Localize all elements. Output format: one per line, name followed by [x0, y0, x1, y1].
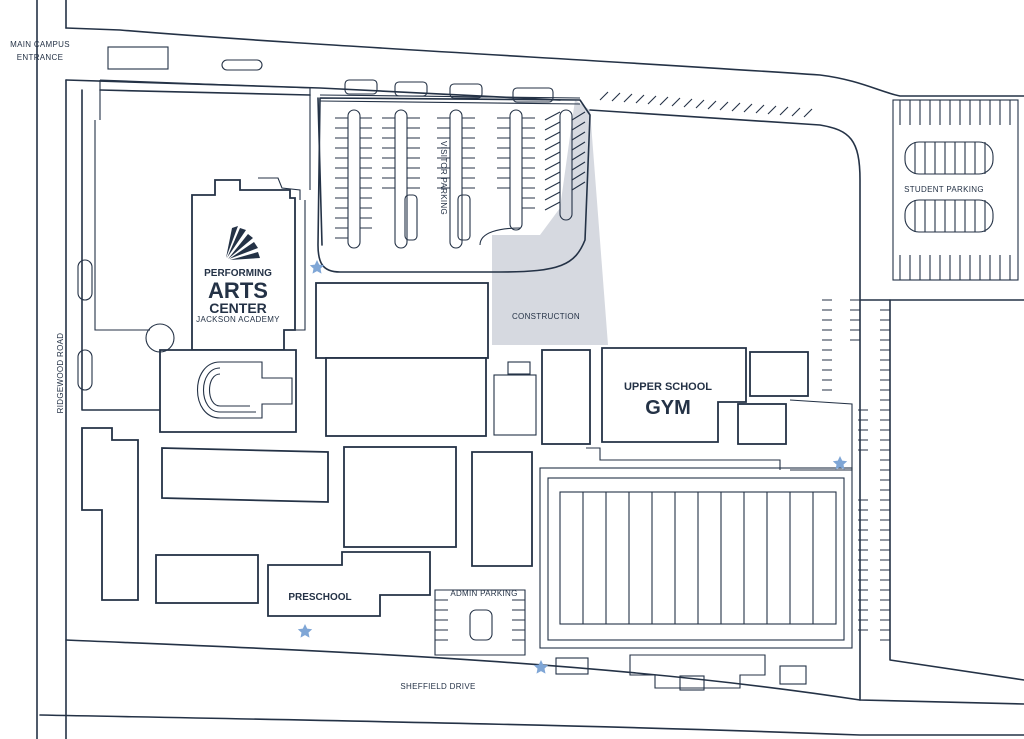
sheffield-drive-bottom — [39, 714, 1024, 736]
entrance-road-bottom — [65, 79, 561, 101]
building-central — [343, 446, 457, 548]
gym-annex-a — [749, 351, 809, 397]
construction-zone — [492, 100, 608, 345]
shed-1 — [555, 657, 589, 675]
building-south-a — [155, 554, 259, 604]
student-parking-label: STUDENT PARKING — [904, 185, 984, 194]
shed-2 — [779, 665, 807, 685]
visitor-parking-lot — [317, 79, 813, 273]
middle-school — [161, 447, 329, 503]
pac-label-line3: CENTER — [209, 300, 267, 316]
building-east-mid — [471, 451, 533, 567]
campus-loop-north — [589, 109, 861, 301]
bleachers — [629, 654, 766, 689]
ridgewood-median-1 — [77, 259, 93, 301]
east-road-outer — [889, 299, 1024, 681]
student-parking-lot — [892, 99, 1019, 281]
main-entrance-label: MAIN CAMPUS — [10, 40, 70, 49]
building-north-c — [541, 349, 591, 445]
pac-label-line1: PERFORMING — [204, 268, 272, 279]
athletic-field-outer — [539, 467, 853, 649]
preschool-label: PRESCHOOL — [288, 592, 351, 603]
ridgewood-median-2 — [77, 349, 93, 391]
admin-parking-label: ADMIN PARKING — [450, 589, 517, 598]
preschool — [267, 551, 431, 617]
ridgewood-road-label: RIDGEWOOD ROAD — [56, 333, 65, 414]
field-yard-lines — [582, 492, 814, 624]
sheffield-drive-top — [65, 639, 1024, 705]
building-north-b — [325, 357, 487, 437]
inner-drive — [81, 89, 311, 411]
gym-annex-b — [737, 403, 787, 445]
entrance-median-2 — [221, 59, 263, 71]
pac-label-line2: ARTS — [208, 278, 268, 303]
entrance-star-icon — [309, 260, 325, 274]
entrance-road-top — [65, 27, 1024, 97]
pac-label-line4: JACKSON ACADEMY — [196, 315, 280, 324]
gym-label-line2: GYM — [645, 397, 691, 419]
lower-school-west — [81, 427, 139, 601]
sheffield-drive-label: SHEFFIELD DRIVE — [400, 682, 475, 691]
entrance-median — [107, 46, 169, 70]
visitor-entry-hatch — [319, 94, 581, 105]
visitor-parking-label: VISITOR PARKING — [439, 141, 448, 215]
performing-arts-center — [191, 179, 296, 351]
main-entrance-label-2: ENTRANCE — [17, 53, 63, 62]
visitor-stall-lines — [335, 111, 586, 239]
construction-label: CONSTRUCTION — [512, 312, 580, 321]
upper-school-gym — [601, 347, 747, 443]
gym-label-line1: UPPER SCHOOL — [624, 381, 712, 393]
east-stalls — [822, 299, 890, 641]
entrance-star-icon — [533, 660, 549, 674]
entrance-markers — [297, 260, 848, 674]
annex — [493, 374, 537, 436]
entrance-star-icon — [832, 456, 848, 470]
west-field — [94, 79, 311, 331]
athletic-field-track — [547, 477, 845, 641]
admin-parking-lot — [434, 589, 526, 656]
visitor-parking-stalls — [347, 109, 573, 249]
pac-logo — [226, 226, 260, 260]
entrance-star-icon — [297, 624, 313, 638]
building-north-a — [315, 282, 489, 359]
buildings — [81, 79, 853, 691]
